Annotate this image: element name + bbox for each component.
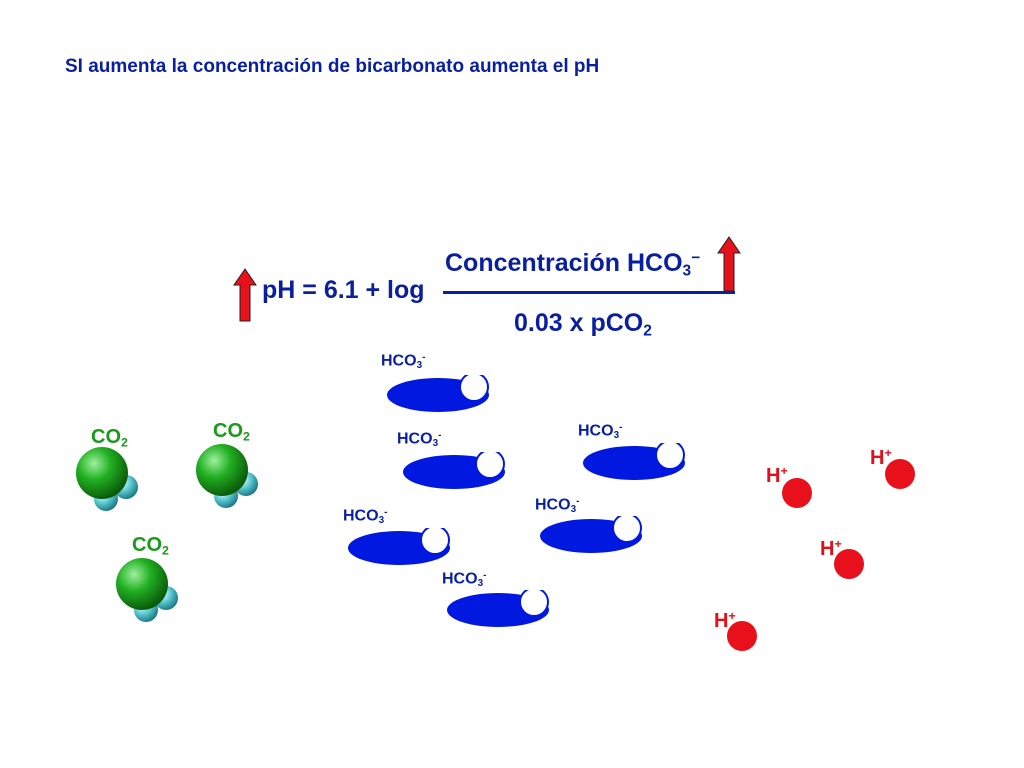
- hco3-label: HCO3-: [343, 507, 388, 527]
- fraction-line: [443, 291, 735, 294]
- up-arrow-icon-ph: [233, 268, 257, 322]
- bicarbonate-ion-icon: [540, 516, 642, 553]
- bicarbonate-ion-icon: [387, 375, 489, 412]
- co2-label: CO2: [91, 426, 128, 450]
- equation-lhs: pH = 6.1 + log: [262, 276, 425, 304]
- hydrogen-ion-icon: [782, 478, 812, 508]
- bicarbonate-ion-icon: [348, 528, 450, 565]
- hco3-label: HCO3-: [578, 422, 623, 442]
- up-arrow-icon-bicarbonate: [717, 236, 741, 292]
- co2-molecule-icon: [76, 447, 138, 511]
- h-ion-label: H+: [820, 537, 842, 560]
- bicarbonate-ion-icon: [403, 452, 505, 489]
- hco3-label: HCO3-: [397, 430, 442, 450]
- slide-title: SI aumenta la concentración de bicarbona…: [65, 56, 600, 77]
- co2-molecule-icon: [116, 558, 178, 622]
- h-ion-label: H+: [714, 609, 736, 632]
- equation-denominator: 0.03 x pCO2: [514, 309, 652, 340]
- co2-label: CO2: [213, 420, 250, 444]
- h-ion-label: H+: [870, 446, 892, 469]
- hco3-label: HCO3-: [381, 352, 426, 372]
- hydrogen-ion-icon: [727, 621, 757, 651]
- equation-numerator: Concentración HCO3−: [445, 249, 701, 280]
- co2-label: CO2: [132, 534, 169, 558]
- bicarbonate-ion-icon: [447, 590, 549, 627]
- hydrogen-ion-icon: [885, 459, 915, 489]
- h-ion-label: H+: [766, 464, 788, 487]
- hco3-label: HCO3-: [535, 496, 580, 516]
- hco3-label: HCO3-: [442, 570, 487, 590]
- hydrogen-ion-icon: [834, 549, 864, 579]
- bicarbonate-ion-icon: [583, 443, 685, 480]
- co2-molecule-icon: [196, 444, 258, 508]
